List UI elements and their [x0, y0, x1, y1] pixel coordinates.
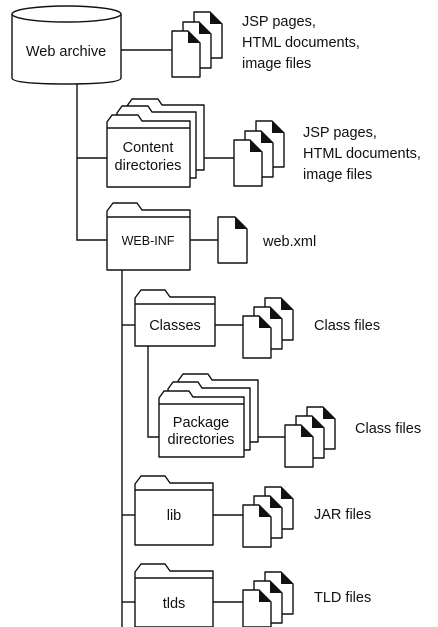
web-archive-label: Web archive — [26, 44, 106, 60]
content-directories-folder: Content directories — [106, 98, 205, 188]
web-inf-label: WEB-INF — [122, 234, 175, 248]
tlds-label: tlds — [163, 596, 186, 612]
archive-files-line3: image files — [242, 56, 311, 72]
package-directories-label-line2: directories — [168, 432, 235, 448]
package-files-label: Class files — [355, 421, 421, 437]
package-file-stack-icon — [284, 406, 336, 468]
content-directories-label-line1: Content — [123, 140, 174, 156]
lib-file-stack-icon — [242, 486, 294, 548]
archive-file-stack-icon — [171, 11, 223, 78]
tlds-file-stack-icon — [242, 571, 294, 627]
classes-files-label: Class files — [314, 318, 380, 334]
content-file-stack-icon — [233, 120, 285, 187]
package-directories-folder: Package directories — [158, 373, 259, 458]
content-files-line3: image files — [303, 167, 372, 183]
classes-folder: Classes — [134, 289, 216, 347]
lib-label: lib — [167, 508, 182, 524]
web-inf-folder: WEB-INF — [106, 202, 191, 271]
tlds-files-label: TLD files — [314, 590, 371, 606]
web-xml-file-icon — [217, 216, 248, 264]
archive-files-line2: HTML documents, — [242, 35, 360, 51]
lib-files-label: JAR files — [314, 507, 371, 523]
content-files-line1: JSP pages, — [303, 125, 377, 141]
classes-file-stack-icon — [242, 297, 294, 359]
web-xml-label: web.xml — [262, 234, 316, 250]
package-directories-label-line1: Package — [173, 415, 229, 431]
archive-files-line1: JSP pages, — [242, 14, 316, 30]
content-files-line2: HTML documents, — [303, 146, 421, 162]
web-archive-cylinder: Web archive — [11, 5, 122, 85]
lib-folder: lib — [134, 475, 214, 546]
tlds-folder: tlds — [134, 563, 214, 627]
content-directories-label-line2: directories — [115, 158, 182, 174]
classes-label: Classes — [149, 318, 201, 334]
